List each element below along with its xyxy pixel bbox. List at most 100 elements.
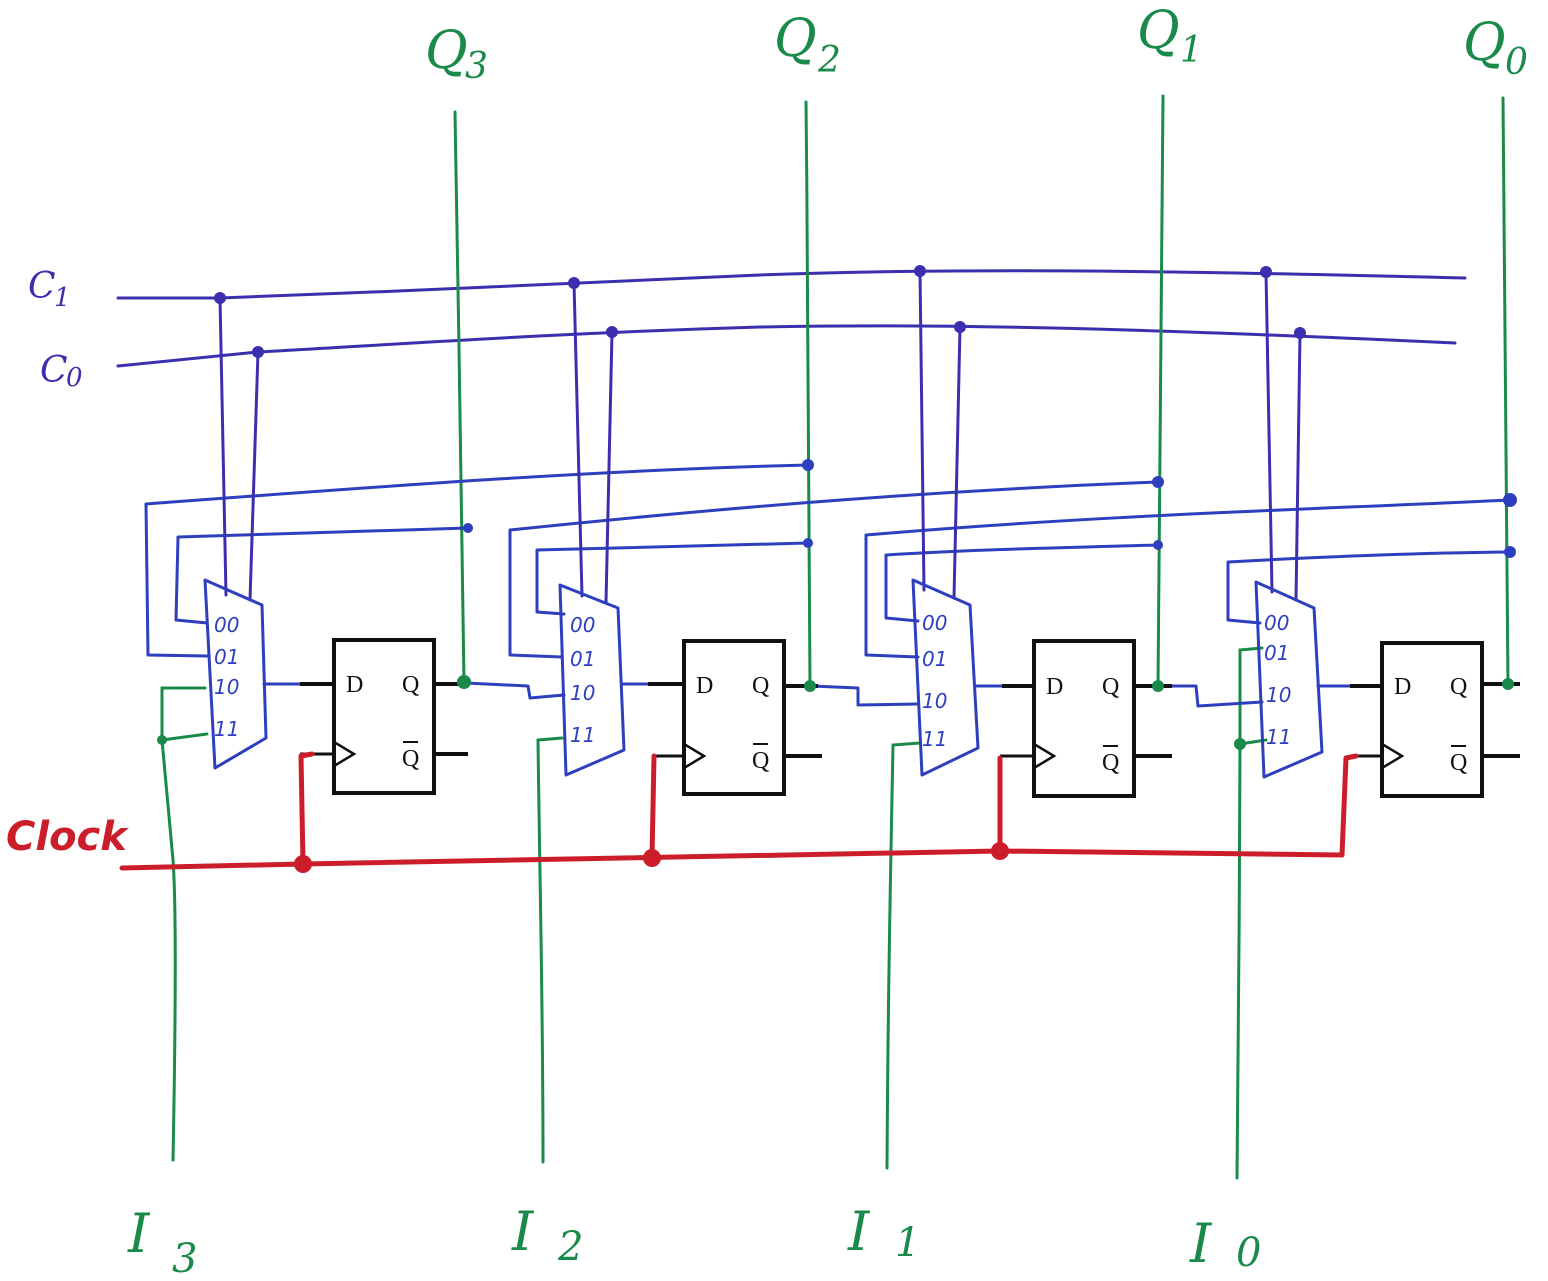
q2-tap-dot-a bbox=[802, 459, 814, 471]
ff0-box bbox=[1380, 641, 1484, 798]
mux3-s0-drop bbox=[248, 350, 260, 602]
clock-line bbox=[119, 848, 1345, 871]
q3-subscript: 3 bbox=[465, 46, 488, 87]
mux0-label-00: 00 bbox=[1264, 611, 1289, 635]
q-output-dots bbox=[457, 675, 1514, 692]
q1-tap-dot-b bbox=[1153, 540, 1163, 550]
mux1-labels: 00 01 10 11 bbox=[922, 611, 947, 751]
clock-to-ff2 bbox=[649, 753, 657, 861]
ff1-q-label: Q bbox=[1102, 674, 1119, 700]
select-drops bbox=[218, 269, 1302, 604]
i3-line bbox=[160, 686, 207, 1162]
q2-label: Q bbox=[774, 9, 817, 69]
mux3-s1-drop bbox=[218, 296, 228, 597]
mux3-labels: 00 01 10 11 bbox=[214, 613, 239, 741]
i3-label: I bbox=[127, 1202, 151, 1265]
mux-1 bbox=[911, 578, 980, 777]
mux2-s1-drop bbox=[572, 281, 584, 598]
ff0-q-label: Q bbox=[1450, 674, 1467, 700]
mux-2 bbox=[558, 583, 626, 777]
mux3-s0-dot bbox=[252, 346, 264, 358]
mux1-label-01: 01 bbox=[922, 647, 947, 671]
input-lines bbox=[160, 646, 1268, 1180]
q0-label: Q bbox=[1463, 13, 1506, 73]
mux2-s0-drop bbox=[604, 330, 614, 604]
s3-wire-00-from-q3 bbox=[174, 526, 470, 625]
q2-to-mux1-10 bbox=[810, 684, 920, 707]
mux0-label-10: 10 bbox=[1266, 683, 1291, 707]
ff2-q-label: Q bbox=[752, 673, 769, 699]
mux2-label-11: 11 bbox=[570, 723, 595, 747]
q2-out-dot bbox=[804, 680, 816, 692]
q1-out-dot bbox=[1152, 680, 1164, 692]
muxes bbox=[203, 578, 1324, 779]
output-lines bbox=[453, 94, 1510, 688]
s0-wire-00-from-q0 bbox=[1226, 550, 1512, 625]
mux1-s1-dot bbox=[914, 265, 926, 277]
mux0-label-01: 01 bbox=[1264, 641, 1289, 665]
mux2-label-00: 00 bbox=[570, 613, 595, 637]
mux1-s0-dot bbox=[954, 321, 966, 333]
q2-subscript: 2 bbox=[817, 40, 841, 81]
control-lines bbox=[116, 269, 1467, 368]
mux2-label-10: 10 bbox=[570, 681, 595, 705]
mux1-label-10: 10 bbox=[922, 689, 947, 713]
q1-line bbox=[1156, 94, 1165, 688]
i1-line bbox=[885, 741, 922, 1170]
clock-to-ff3 bbox=[298, 751, 315, 867]
ff3-q-label: Q bbox=[402, 672, 419, 698]
s1-wire-00-from-q1 bbox=[884, 543, 1160, 623]
select-dots bbox=[214, 265, 1306, 358]
mux2-s1-dot bbox=[568, 277, 580, 289]
mux0-s0-drop bbox=[1294, 331, 1302, 602]
ff0-d-label: D bbox=[1394, 674, 1411, 700]
q3-label: Q bbox=[425, 21, 468, 81]
c1-line bbox=[116, 269, 1467, 300]
s3-wire-01-from-q2 bbox=[144, 463, 810, 658]
q1-tap-dot-a bbox=[1152, 476, 1164, 488]
mux3-label-11: 11 bbox=[214, 717, 239, 741]
flipflop-3 bbox=[300, 638, 468, 795]
flipflop-1 bbox=[1000, 639, 1172, 798]
feedback-wires bbox=[144, 463, 1512, 708]
clock-dot-ff1 bbox=[991, 842, 1009, 860]
flipflop-labels: D Q Q D Q Q D Q Q D Q Q bbox=[346, 672, 1467, 776]
q0-out-dot bbox=[1502, 678, 1514, 690]
mux1-s0-drop bbox=[952, 325, 962, 600]
clock-dot-ff2 bbox=[643, 849, 661, 867]
q3-line bbox=[453, 110, 466, 684]
feedback-dots bbox=[463, 459, 1517, 558]
flipflop-2 bbox=[648, 639, 822, 796]
q0-tap-dot-a bbox=[1503, 493, 1517, 507]
ff3-box bbox=[332, 638, 436, 795]
q0-subscript: 0 bbox=[1505, 42, 1528, 83]
ff1-clk-triangle bbox=[1033, 742, 1057, 770]
mux2-s0-dot bbox=[606, 326, 618, 338]
q3-to-mux2-10 bbox=[464, 681, 566, 700]
mux0-labels: 00 01 10 11 bbox=[1264, 611, 1291, 749]
c0-subscript: 0 bbox=[66, 363, 83, 393]
i3-junction-dot bbox=[157, 735, 167, 745]
i2-line bbox=[536, 736, 564, 1164]
input-junctions bbox=[157, 735, 1246, 750]
clock-dots bbox=[294, 842, 1009, 873]
ff2-clk-triangle bbox=[683, 742, 707, 770]
q3-out-dot bbox=[457, 675, 471, 689]
c1-label: C bbox=[28, 266, 56, 307]
i2-label: I bbox=[511, 1200, 535, 1263]
ff2-qbar-label: Q bbox=[752, 748, 769, 774]
q1-label: Q bbox=[1137, 1, 1180, 61]
i1-label: I bbox=[847, 1200, 871, 1263]
i0-subscript: 0 bbox=[1236, 1230, 1261, 1276]
mux0-s0-dot bbox=[1294, 327, 1306, 339]
c0-line bbox=[116, 324, 1457, 368]
c0-label: C bbox=[40, 350, 68, 391]
ff0-qbar-label: Q bbox=[1450, 750, 1467, 776]
clock-net bbox=[119, 751, 1359, 871]
s1-wire-01-from-q0 bbox=[864, 498, 1512, 659]
ff1-box bbox=[1032, 639, 1136, 798]
s2-wire-01-from-q1 bbox=[508, 480, 1160, 659]
mux0-s1-drop bbox=[1264, 270, 1274, 594]
mux3-label-10: 10 bbox=[214, 675, 239, 699]
i0-line bbox=[1235, 646, 1264, 1180]
